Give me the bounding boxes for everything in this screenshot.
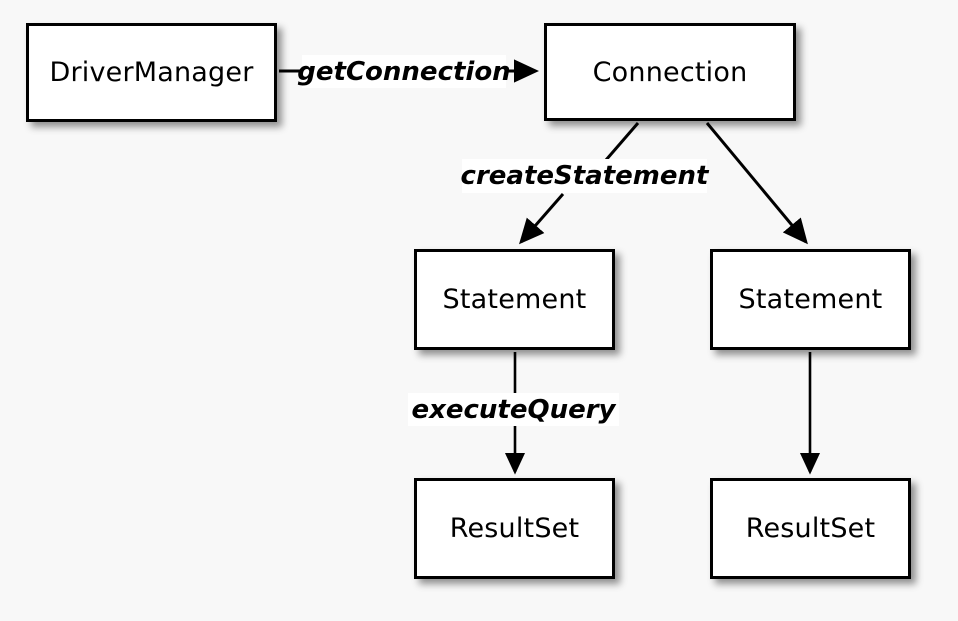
node-label-connection: Connection [592,56,748,88]
node-label-resultset-right: ResultSet [745,513,876,544]
edge-label-execute-query: executeQuery [408,393,619,426]
node-statement-right[interactable]: Statement [710,249,911,350]
node-statement-left[interactable]: Statement [414,249,615,350]
node-connection[interactable]: Connection [544,23,796,121]
edge-label-create-statement: createStatement [460,159,709,193]
node-label-statement-left: Statement [442,284,587,315]
node-resultset-left[interactable]: ResultSet [414,478,615,579]
edge-label-get-connection: getConnection [297,55,511,88]
node-label-driver-manager: DriverManager [49,57,254,88]
node-resultset-right[interactable]: ResultSet [710,478,911,579]
node-label-resultset-left: ResultSet [449,513,580,544]
edge-create-statement-right [705,122,808,245]
node-driver-manager[interactable]: DriverManager [26,23,277,122]
node-label-statement-right: Statement [738,284,883,315]
